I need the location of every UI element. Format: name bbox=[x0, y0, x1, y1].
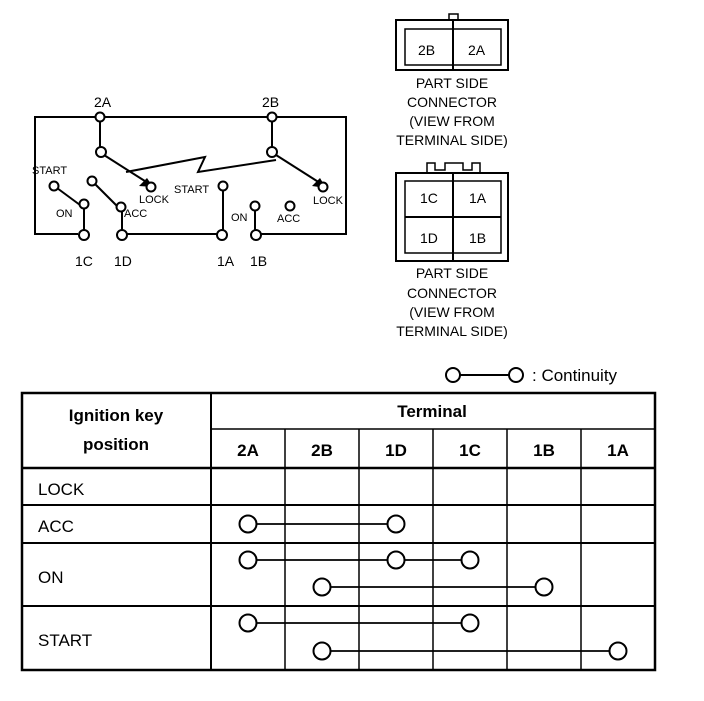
header-position: position bbox=[83, 435, 149, 454]
continuity-link bbox=[238, 613, 480, 633]
connector-4pin-cell: 1A bbox=[469, 190, 487, 206]
label-acc-left: ACC bbox=[124, 208, 147, 220]
terminal-node bbox=[95, 146, 107, 158]
continuity-link bbox=[238, 514, 406, 534]
label-start-right: START bbox=[174, 184, 209, 196]
label-on-left: ON bbox=[56, 208, 73, 220]
continuity-node bbox=[238, 514, 258, 534]
label-lock-right: LOCK bbox=[313, 195, 344, 207]
svg-text:CONNECTOR: CONNECTOR bbox=[407, 94, 497, 110]
column-header-1d: 1D bbox=[385, 441, 407, 460]
continuity-node bbox=[238, 550, 258, 570]
svg-text:CONNECTOR: CONNECTOR bbox=[407, 285, 497, 301]
terminal-node bbox=[94, 111, 106, 123]
header-terminal: Terminal bbox=[397, 402, 467, 421]
header-ignition-key: Ignition key bbox=[69, 406, 164, 425]
label-1a: 1A bbox=[217, 253, 235, 269]
terminal-node bbox=[86, 175, 98, 187]
connector-4pin-cell: 1B bbox=[469, 230, 486, 246]
terminal-node bbox=[266, 146, 278, 158]
connector-2pin-cell: 2A bbox=[468, 42, 486, 58]
continuity-link bbox=[312, 577, 554, 597]
terminal-node bbox=[250, 229, 262, 241]
row-label-on: ON bbox=[38, 568, 64, 587]
continuity-links bbox=[238, 514, 628, 661]
connector-2pin-caption: PART SIDE CONNECTOR (VIEW FROM TERMINAL … bbox=[396, 75, 508, 148]
svg-text:PART SIDE: PART SIDE bbox=[416, 75, 488, 91]
column-header-2a: 2A bbox=[237, 441, 259, 460]
continuity-table-grid bbox=[20, 391, 657, 672]
continuity-node bbox=[386, 550, 406, 570]
continuity-node bbox=[460, 550, 480, 570]
column-header-1a: 1A bbox=[607, 441, 629, 460]
terminal-node bbox=[115, 201, 127, 213]
connector-2pin-cell: 2B bbox=[418, 42, 435, 58]
terminal-node bbox=[216, 229, 228, 241]
position-row-labels: LOCK ACC ON START bbox=[38, 480, 92, 650]
terminal-node bbox=[78, 198, 90, 210]
column-header-1c: 1C bbox=[459, 441, 481, 460]
continuity-node bbox=[534, 577, 554, 597]
connector-4pin-cell: 1C bbox=[420, 190, 438, 206]
label-start-left: START bbox=[32, 165, 67, 177]
terminal-node bbox=[284, 200, 296, 212]
continuity-link bbox=[238, 550, 480, 570]
terminal-node bbox=[116, 229, 128, 241]
connector-4pin-caption: PART SIDE CONNECTOR (VIEW FROM TERMINAL … bbox=[396, 265, 508, 339]
svg-text:PART SIDE: PART SIDE bbox=[416, 265, 488, 281]
continuity-node bbox=[312, 641, 332, 661]
svg-text:TERMINAL SIDE): TERMINAL SIDE) bbox=[396, 323, 508, 339]
terminal-node bbox=[249, 200, 261, 212]
svg-text:(VIEW FROM: (VIEW FROM bbox=[409, 113, 495, 129]
label-on-right: ON bbox=[231, 212, 248, 224]
continuity-node bbox=[312, 577, 332, 597]
connector-2pin bbox=[395, 13, 509, 71]
continuity-node bbox=[608, 641, 628, 661]
svg-text:(VIEW FROM: (VIEW FROM bbox=[409, 304, 495, 320]
terminal-node bbox=[317, 181, 329, 193]
continuity-legend-symbol bbox=[445, 367, 524, 383]
continuity-link bbox=[312, 641, 628, 661]
label-1b: 1B bbox=[250, 253, 267, 269]
row-label-lock: LOCK bbox=[38, 480, 85, 499]
terminal-node bbox=[145, 181, 157, 193]
label-1c: 1C bbox=[75, 253, 93, 269]
connector-4pin bbox=[395, 162, 509, 262]
continuity-node bbox=[460, 613, 480, 633]
label-lock-left: LOCK bbox=[139, 194, 170, 206]
label-2b: 2B bbox=[262, 94, 279, 110]
svg-text:TERMINAL SIDE): TERMINAL SIDE) bbox=[396, 132, 508, 148]
continuity-node bbox=[386, 514, 406, 534]
terminal-column-headers: 2A 2B 1D 1C 1B 1A bbox=[237, 441, 629, 460]
continuity-legend-text: : Continuity bbox=[532, 366, 618, 385]
label-1d: 1D bbox=[114, 253, 132, 269]
terminal-node bbox=[78, 229, 90, 241]
row-label-start: START bbox=[38, 631, 92, 650]
column-header-2b: 2B bbox=[311, 441, 333, 460]
continuity-node bbox=[238, 613, 258, 633]
label-acc-right: ACC bbox=[277, 213, 300, 225]
terminal-node bbox=[217, 180, 229, 192]
column-header-1b: 1B bbox=[533, 441, 555, 460]
label-2a: 2A bbox=[94, 94, 112, 110]
row-label-acc: ACC bbox=[38, 517, 74, 536]
terminal-node bbox=[48, 180, 60, 192]
connector-4pin-cell: 1D bbox=[420, 230, 438, 246]
switch-terminals bbox=[48, 111, 329, 241]
terminal-node bbox=[266, 111, 278, 123]
